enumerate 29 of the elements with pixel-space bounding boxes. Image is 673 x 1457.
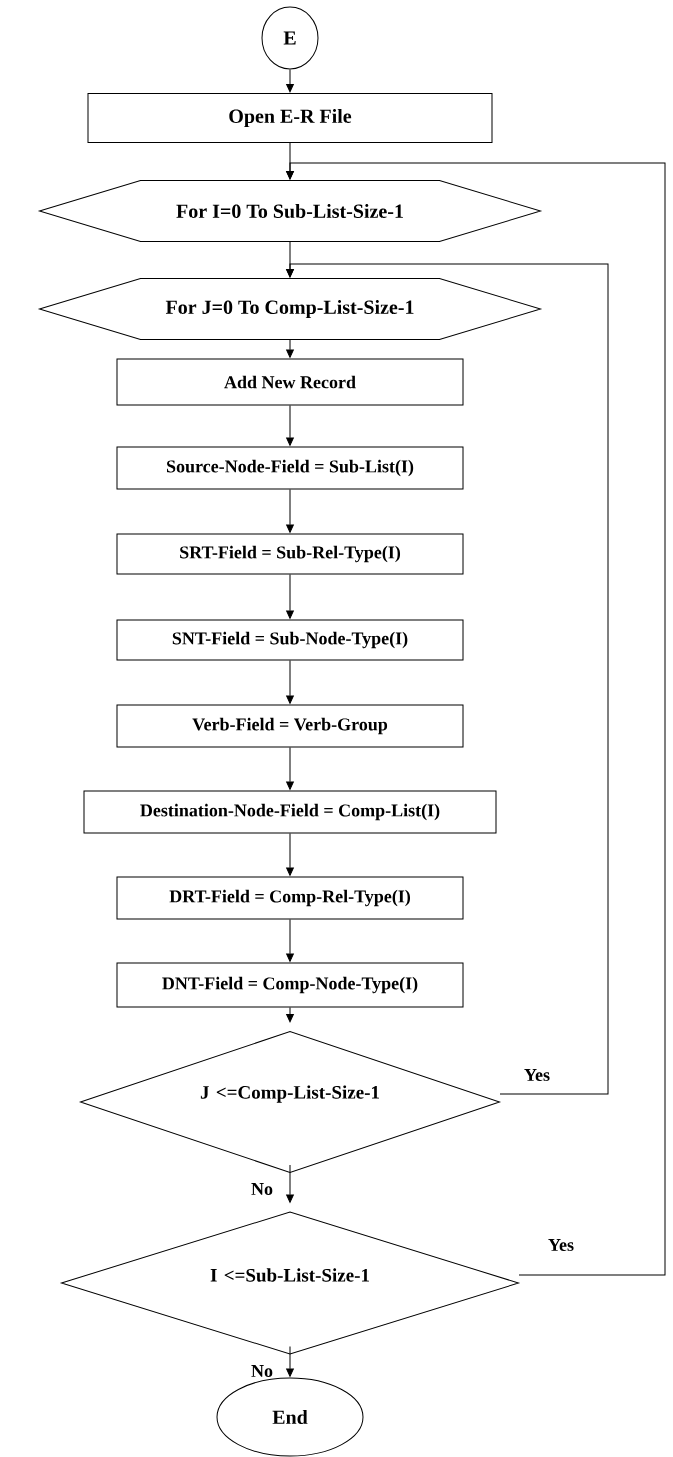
loop-hexagon: For J=0 To Comp-List-Size-1 bbox=[39, 278, 541, 340]
process-box: Destination-Node-Field = Comp-List(I) bbox=[83, 790, 497, 834]
edge-label: Yes bbox=[523, 1068, 551, 1082]
edge-label: No bbox=[250, 1364, 274, 1378]
arrow bbox=[286, 1007, 294, 1023]
arrow bbox=[286, 1346, 294, 1377]
loop-hexagon: For I=0 To Sub-List-Size-1 bbox=[39, 180, 541, 242]
edge-label: Yes bbox=[547, 1238, 575, 1252]
arrow bbox=[286, 833, 294, 876]
edge-label: No bbox=[250, 1182, 274, 1196]
process-box: Verb-Field = Verb-Group bbox=[116, 704, 464, 748]
process-box: Open E-R File bbox=[87, 93, 493, 143]
process-box: SRT-Field = Sub-Rel-Type(I) bbox=[116, 533, 464, 575]
arrow bbox=[286, 69, 294, 93]
arrow bbox=[286, 339, 294, 358]
arrow bbox=[286, 263, 609, 1095]
process-box: Source-Node-Field = Sub-List(I) bbox=[116, 446, 464, 490]
arrow bbox=[286, 574, 294, 619]
arrow bbox=[286, 747, 294, 790]
arrow bbox=[286, 660, 294, 704]
arrow bbox=[286, 489, 294, 533]
process-box: DNT-Field = Comp-Node-Type(I) bbox=[116, 962, 464, 1008]
arrow bbox=[286, 1164, 294, 1203]
arrow bbox=[286, 162, 666, 1276]
process-box: SNT-Field = Sub-Node-Type(I) bbox=[116, 619, 464, 661]
arrow bbox=[286, 405, 294, 446]
process-box: Add New Record bbox=[116, 358, 464, 406]
process-box: DRT-Field = Comp-Rel-Type(I) bbox=[116, 876, 464, 920]
arrow bbox=[286, 919, 294, 962]
